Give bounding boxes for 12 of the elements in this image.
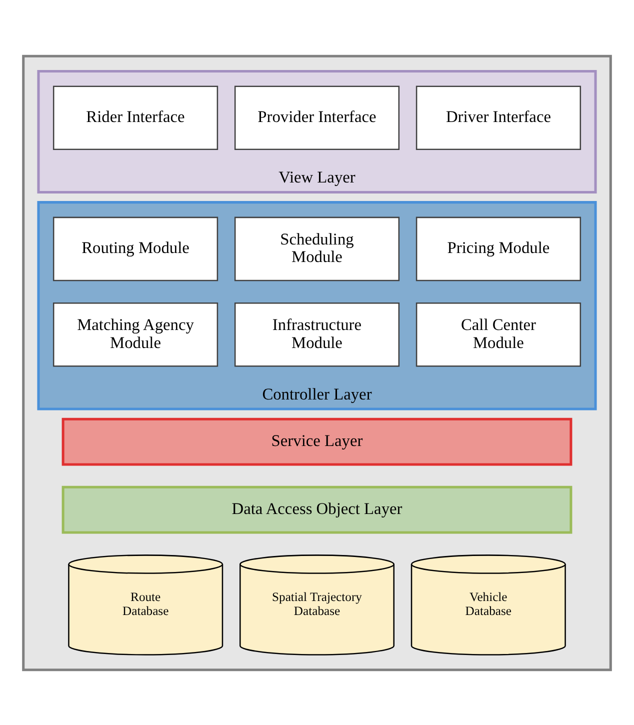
node-box: Scheduling Module xyxy=(234,216,400,281)
cluster xyxy=(22,54,612,671)
node-box: Infrastructure Module xyxy=(234,302,400,366)
node-box: Service Layer xyxy=(62,417,572,466)
node-box: Pricing Module xyxy=(416,216,582,281)
node-box: Routing Module xyxy=(52,216,218,281)
node-box: Call Center Module xyxy=(416,302,582,366)
node-box: Matching Agency Module xyxy=(52,302,218,366)
node-box: Data Access Object Layer xyxy=(62,485,572,534)
node-box: Rider Interface xyxy=(52,85,218,150)
node-box: Driver Interface xyxy=(416,85,582,150)
node-box: Provider Interface xyxy=(234,85,400,150)
